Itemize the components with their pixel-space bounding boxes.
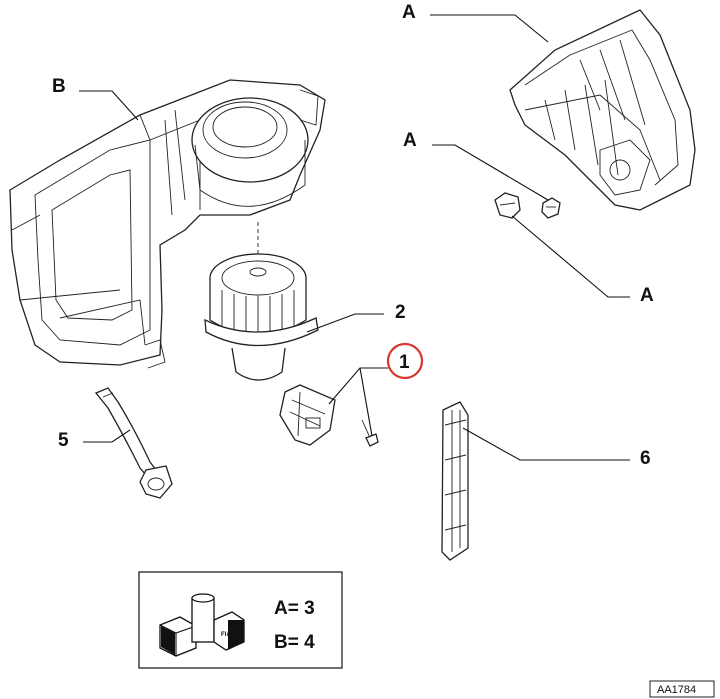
callout-b: B bbox=[52, 76, 66, 97]
blower-motor-2 bbox=[204, 222, 319, 381]
clip-a-upper bbox=[541, 197, 561, 219]
callout-6: 6 bbox=[640, 448, 651, 469]
quantity-legend: FIAT A= 3 B= 4 bbox=[138, 571, 343, 669]
callout-2: 2 bbox=[395, 302, 406, 323]
reference-code: AA1784 bbox=[657, 684, 696, 696]
callout-a-clip-upper: A bbox=[403, 130, 417, 151]
screw-1 bbox=[361, 419, 379, 447]
brand-mark: FIAT bbox=[221, 632, 234, 638]
legend-line-b: B= 4 bbox=[274, 632, 315, 653]
hvac-housing-b bbox=[9, 79, 326, 369]
clip-a-lower bbox=[494, 192, 521, 219]
callout-1: 1 bbox=[399, 352, 410, 373]
reference-tag: AA1784 bbox=[649, 680, 715, 698]
blower-resistor-1 bbox=[279, 384, 336, 446]
housing-cover-a bbox=[509, 9, 696, 211]
legend-line-a: A= 3 bbox=[274, 598, 315, 619]
callout-5: 5 bbox=[58, 430, 69, 451]
callout-a-clip-lower: A bbox=[640, 285, 654, 306]
cabin-filter-6 bbox=[441, 401, 469, 561]
genuine-parts-icon: FIAT bbox=[159, 593, 245, 657]
highlight-ring bbox=[386, 342, 424, 380]
drain-hose-5 bbox=[94, 387, 173, 499]
callout-a-cover: A bbox=[402, 2, 416, 23]
